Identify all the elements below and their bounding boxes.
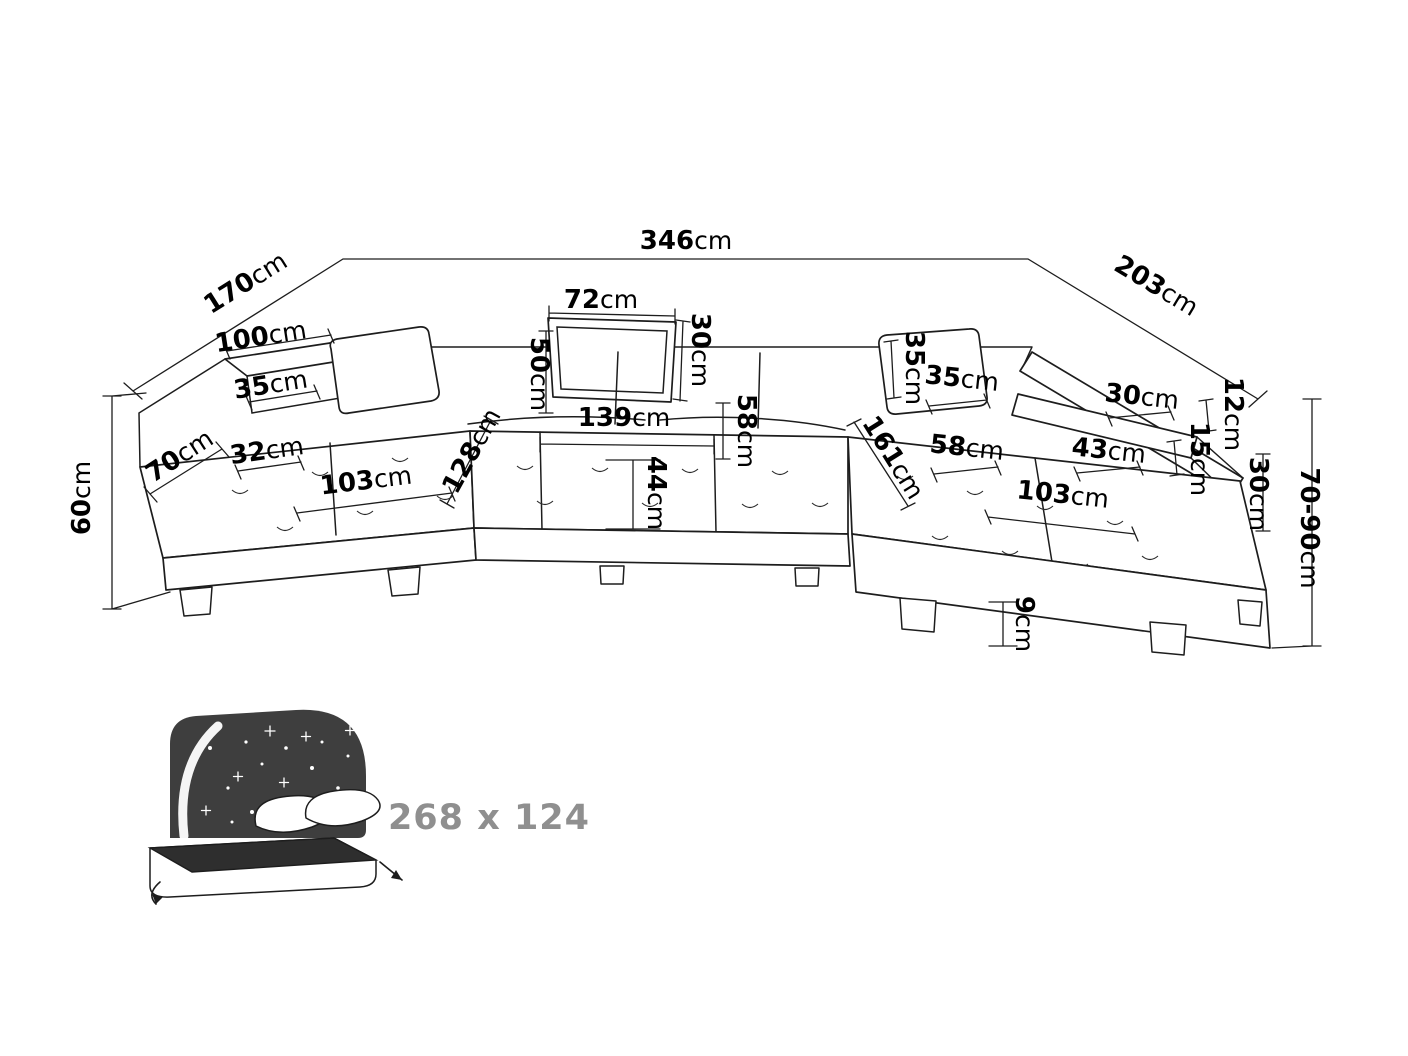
unfold-arrow-right-head	[391, 870, 402, 880]
seat-height-line	[605, 459, 661, 530]
center-seat-depth-line	[715, 402, 731, 460]
backrest-cushion-lines	[467, 351, 846, 431]
dim-right-pillow-width: 35cm	[923, 360, 1000, 398]
dim-center-seat-depth: 58cm	[731, 394, 761, 468]
dim-right-pillow-height: 35cm	[899, 331, 929, 405]
dim-side-left-depth: 170cm	[199, 246, 293, 320]
dim-left-side-height: 60cm	[67, 461, 97, 535]
tufting-marks	[231, 457, 1159, 569]
left-back-pillow	[329, 326, 440, 415]
dim-headrest-width: 72cm	[564, 285, 638, 315]
dim-backrest-height: 50cm	[524, 337, 554, 411]
dim-right-arm-edge: 12cm	[1218, 377, 1248, 451]
headrest-width-line	[548, 305, 676, 325]
headrest-panel	[547, 317, 677, 403]
right-chaise-length-line	[846, 418, 916, 511]
dim-right-seat-depth: 58cm	[928, 429, 1005, 467]
left-corner-depth-line	[143, 441, 230, 503]
right-back-pillow	[878, 328, 988, 415]
sofa-drawing	[138, 317, 1271, 656]
left-armrest-width-line	[245, 384, 321, 411]
headrest-inner-border	[556, 326, 668, 394]
dim-leg-height: 9cm	[1009, 596, 1039, 652]
center-skirt	[473, 527, 851, 567]
right-seat-depth-line	[930, 460, 1002, 483]
right-pillow-width-line	[925, 393, 991, 415]
sofa-leg	[899, 597, 937, 633]
unfold-arrow-left	[151, 881, 161, 905]
center-seat-width-line	[539, 436, 715, 455]
right-arm-edge-line	[1198, 398, 1217, 433]
sofa-legs	[179, 565, 1263, 656]
dimension-frame	[102, 258, 1322, 649]
sleeping-area-label: 268 x 124	[388, 798, 590, 838]
sofa-leg	[599, 565, 625, 585]
right-skirt	[851, 533, 1271, 649]
dim-overall-height: 70-90cm	[1294, 467, 1324, 588]
bed-mattress-top	[147, 837, 379, 873]
right-arm-ledge-line	[1166, 439, 1185, 477]
dim-armrest-height: 30cm	[1243, 457, 1273, 531]
backrest-height-line	[538, 330, 554, 414]
sofa-leg	[794, 567, 820, 587]
left-corner-width-line	[234, 455, 305, 480]
dim-right-chaise-width: 103cm	[1015, 475, 1110, 514]
dim-right-shelf-depth: 30cm	[1103, 378, 1180, 416]
dim-left-armrest-width: 35cm	[232, 364, 310, 405]
dim-total-width: 346cm	[640, 226, 732, 256]
left-height-dimension-line	[102, 392, 171, 610]
outer-dimension-boundary	[123, 258, 1268, 408]
right-armrest-length-line	[1073, 460, 1144, 482]
dimension-lines	[143, 305, 1271, 647]
dim-right-arm-ledge: 15cm	[1184, 422, 1214, 496]
right-shelf-depth-line	[1105, 405, 1175, 427]
bed-pillow	[304, 788, 381, 827]
left-armrest-length-line	[223, 328, 335, 360]
sofa-leg	[1149, 621, 1187, 656]
sofa-leg	[179, 586, 213, 617]
dim-headrest-height: 30cm	[685, 313, 715, 387]
leg-height-line	[988, 601, 1018, 647]
sofa-bed-icon	[147, 709, 403, 905]
sofa-leg	[1237, 599, 1263, 627]
dim-side-right-depth: 203cm	[1109, 249, 1204, 322]
moon-swoosh	[178, 721, 223, 841]
armrest-height-line	[1255, 453, 1271, 532]
dim-seat-height: 44cm	[641, 456, 671, 530]
seat-divider-lines	[329, 431, 1053, 563]
sofa-leg	[387, 566, 421, 597]
stars	[200, 725, 356, 824]
right-pillow-height-line	[883, 339, 902, 400]
unfold-arrow-left-head	[152, 894, 163, 904]
headrest-height-line	[672, 319, 691, 402]
dim-right-armrest-length: 43cm	[1070, 432, 1147, 470]
dim-left-corner-width: 32cm	[228, 431, 306, 471]
dim-center-seat-width: 139cm	[578, 403, 670, 433]
right-height-dimension-line	[1271, 398, 1322, 649]
left-chaise-length-line	[439, 415, 499, 509]
right-chaise-width-line	[984, 509, 1139, 542]
dim-left-chaise-width: 103cm	[318, 461, 413, 502]
